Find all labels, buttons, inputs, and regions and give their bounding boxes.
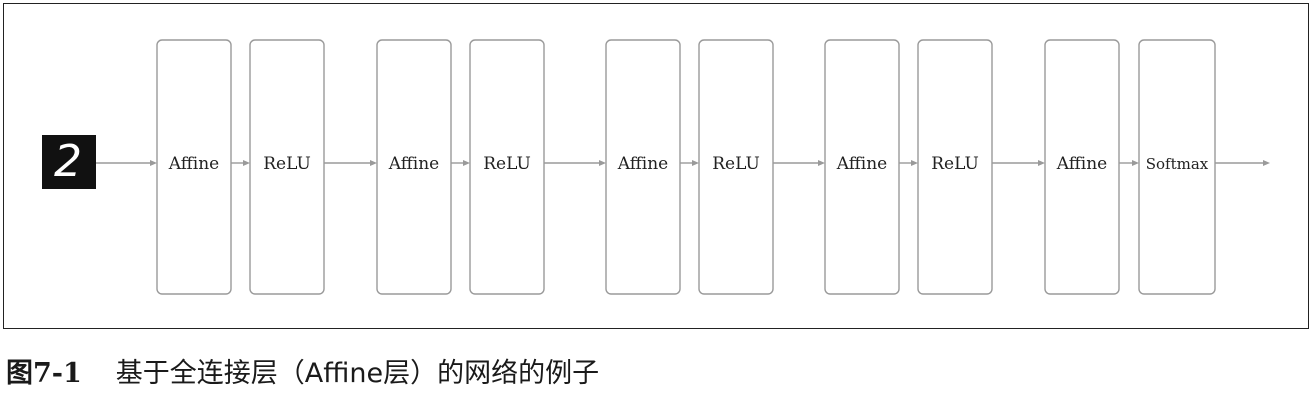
- arrow-9-head: [1132, 160, 1139, 166]
- figure-caption-text: 基于全连接层（Affine层）的网络的例子: [115, 358, 600, 389]
- layer-rect: [605, 39, 681, 295]
- layer-label: Affine: [617, 154, 669, 174]
- figure-number: 图7-1: [6, 358, 82, 389]
- arrow-7-head: [911, 160, 918, 166]
- layer-rect: [376, 39, 452, 295]
- arrow-8-head: [1038, 160, 1045, 166]
- figure-caption: 图7-1 基于全连接层（Affine层）的网络的例子: [6, 354, 599, 394]
- layer-box-4-relu: ReLU: [469, 39, 545, 295]
- arrow-input-head: [150, 160, 157, 166]
- arrow-2-head: [370, 160, 377, 166]
- layer-label: Affine: [168, 154, 220, 174]
- layer-rect: [824, 39, 900, 295]
- layer-rect: [1044, 39, 1120, 295]
- input-digit-label: 2: [54, 136, 82, 187]
- layer-box-10-softmax: Softmax: [1138, 39, 1216, 295]
- network-diagram: 2 Affine ReLU Affine ReLU Affine ReLU Affine Re…: [42, 39, 1270, 295]
- layer-label: ReLU: [931, 154, 979, 174]
- layer-rect: [1138, 39, 1216, 295]
- arrow-output-head: [1263, 160, 1270, 166]
- layer-label: Affine: [388, 154, 440, 174]
- layer-label: Affine: [836, 154, 888, 174]
- diagram-frame: [3, 3, 1309, 329]
- arrow-1-head: [243, 160, 250, 166]
- layer-rect: [469, 39, 545, 295]
- input-digit-image: 2: [42, 135, 96, 189]
- layer-label: Affine: [1056, 154, 1108, 174]
- layer-box-1-affine: Affine: [156, 39, 232, 295]
- arrow-5-head: [692, 160, 699, 166]
- layer-label: ReLU: [483, 154, 531, 174]
- layer-box-2-relu: ReLU: [249, 39, 325, 295]
- layer-box-8-relu: ReLU: [917, 39, 993, 295]
- layer-box-7-affine: Affine: [824, 39, 900, 295]
- layer-label: ReLU: [712, 154, 760, 174]
- layer-rect: [917, 39, 993, 295]
- layer-box-6-relu: ReLU: [698, 39, 774, 295]
- layer-rect: [249, 39, 325, 295]
- layer-box-5-affine: Affine: [605, 39, 681, 295]
- layer-rect: [156, 39, 232, 295]
- layer-box-9-affine: Affine: [1044, 39, 1120, 295]
- layer-rect: [698, 39, 774, 295]
- layer-label: Softmax: [1146, 155, 1209, 173]
- arrow-6-head: [818, 160, 825, 166]
- arrow-3-head: [463, 160, 470, 166]
- layer-box-3-affine: Affine: [376, 39, 452, 295]
- arrow-4-head: [599, 160, 606, 166]
- layer-label: ReLU: [263, 154, 311, 174]
